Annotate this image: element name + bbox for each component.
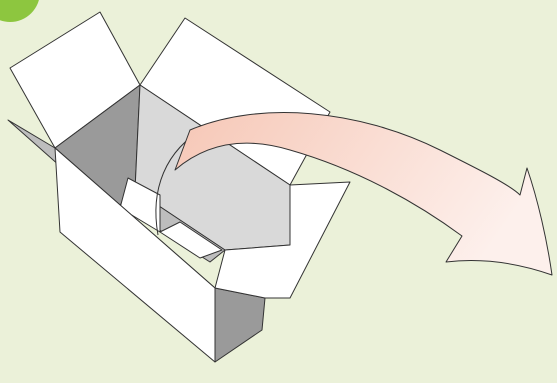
box-unpacking-illustration (0, 0, 557, 383)
illustration-canvas (0, 0, 557, 383)
